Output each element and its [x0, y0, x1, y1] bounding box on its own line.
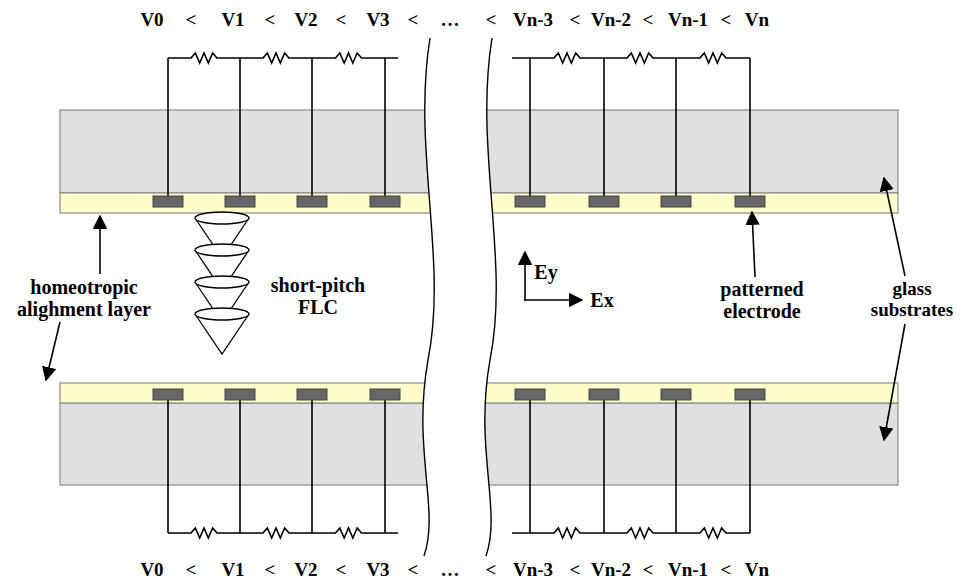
electrode-lead [167, 58, 169, 198]
patterned-electrode [661, 389, 691, 400]
voltage-label: < [721, 10, 732, 31]
voltage-label: < [570, 10, 581, 31]
voltage-label: < [186, 560, 197, 581]
patterned-electrode [370, 389, 400, 400]
electrode-lead [749, 398, 751, 533]
leader-arrow [99, 216, 101, 274]
voltage-label: V1 [221, 10, 244, 31]
electrode-lead [239, 398, 241, 533]
voltage-label: V2 [294, 10, 317, 31]
voltage-label: < [486, 10, 497, 31]
field-axis-arrow [524, 252, 526, 301]
electrode-lead [529, 398, 531, 533]
resistor-chain [512, 528, 750, 538]
electrode-lead [603, 58, 605, 198]
flc-cone-top [195, 308, 249, 320]
voltage-label: Vn-3 [513, 560, 553, 581]
patterned-electrode [589, 196, 619, 207]
voltage-label: < [336, 560, 347, 581]
electrode-lead [384, 58, 386, 198]
voltage-label: V1 [221, 560, 244, 581]
patterned-electrode [370, 196, 400, 207]
voltage-label: Vn-2 [591, 560, 631, 581]
patterned-electrode [297, 196, 327, 207]
voltage-label: … [441, 10, 460, 31]
leader-arrow [884, 178, 905, 276]
voltage-label: Vn-1 [668, 560, 708, 581]
voltage-label: < [336, 10, 347, 31]
voltage-label: < [643, 560, 654, 581]
flc-cone-top [195, 212, 249, 224]
electrode-lead [675, 58, 677, 198]
electrode-lead [529, 58, 531, 198]
voltage-label: Vn [745, 10, 769, 31]
flc-label: short-pitch FLC [258, 274, 378, 318]
electrode-lead [167, 398, 169, 533]
resistor-chain [168, 528, 398, 538]
voltage-label: V3 [366, 560, 389, 581]
patterned-electrode [661, 196, 691, 207]
electrode-lead [311, 58, 313, 198]
leader-arrow [884, 324, 905, 440]
voltage-label: < [570, 560, 581, 581]
voltage-label: < [721, 560, 732, 581]
electrode-lead [603, 398, 605, 533]
layer-label: homeotropic alighment layer [4, 276, 164, 320]
voltage-label: < [486, 560, 497, 581]
voltage-label: V0 [140, 560, 163, 581]
break-line [423, 38, 434, 556]
resistor-chain [168, 53, 398, 63]
voltage-label: Vn [745, 560, 769, 581]
voltage-label: < [186, 10, 197, 31]
flc-cone-top [195, 244, 249, 256]
patterned-electrode [153, 389, 183, 400]
patterned-electrode [225, 196, 255, 207]
electrode-lead [384, 398, 386, 533]
voltage-label: V0 [140, 10, 163, 31]
resistor-chain [512, 53, 750, 63]
electrode-lead [239, 58, 241, 198]
voltage-label: … [441, 560, 460, 581]
patterned-electrode [225, 389, 255, 400]
axis-label: Ex [590, 289, 613, 311]
patterned-electrode [515, 389, 545, 400]
axis-label: Ey [534, 261, 557, 283]
patterned-electrode [153, 196, 183, 207]
patterned-electrode [589, 389, 619, 400]
flc-cone-top [195, 276, 249, 288]
voltage-label: < [265, 10, 276, 31]
field-axis-arrow [524, 299, 582, 301]
voltage-label: < [408, 560, 419, 581]
patterned-electrode [735, 196, 765, 207]
break-line [485, 38, 496, 556]
electrode-lead [311, 398, 313, 533]
substrate-label: glass substrates [863, 279, 961, 321]
voltage-label: Vn-1 [668, 10, 708, 31]
voltage-label: < [408, 10, 419, 31]
voltage-label: < [643, 10, 654, 31]
voltage-label: < [265, 560, 276, 581]
electrode-label: patterned electrode [702, 278, 822, 322]
electrode-lead [675, 398, 677, 533]
voltage-label: V3 [366, 10, 389, 31]
patterned-electrode [297, 389, 327, 400]
break-gap [423, 38, 496, 556]
leader-arrow [752, 212, 755, 277]
patterned-electrode [515, 196, 545, 207]
leader-arrow [46, 322, 60, 380]
electrode-lead [749, 58, 751, 198]
voltage-label: Vn-2 [591, 10, 631, 31]
voltage-label: V2 [294, 560, 317, 581]
voltage-label: Vn-3 [513, 10, 553, 31]
patterned-electrode [735, 389, 765, 400]
